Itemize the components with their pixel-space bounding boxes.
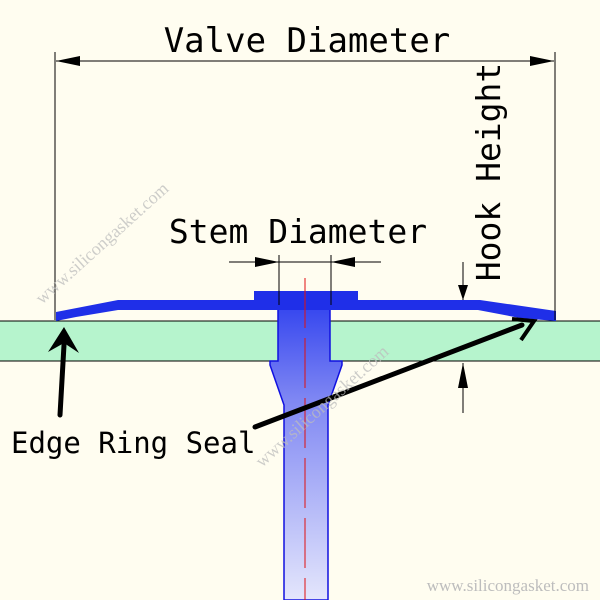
arrow-right-icon (255, 257, 279, 267)
watermark-diagonal: www.silicongasket.com (31, 178, 172, 308)
arrow-left-icon (331, 257, 355, 267)
stem-diameter-dimension: Stem Diameter (169, 212, 427, 305)
valve-umbrella (56, 291, 556, 321)
arrow-down-icon (458, 285, 468, 300)
arrow-up-icon (458, 363, 468, 388)
hook-height-dimension: Hook Height (458, 63, 508, 413)
valve-diameter-dimension: Valve Diameter (54, 21, 556, 320)
edge-ring-seal-callout: Edge Ring Seal (11, 317, 538, 460)
arrow-right-icon (530, 56, 554, 66)
valve-diameter-label: Valve Diameter (164, 21, 451, 61)
arrow-left-icon (56, 56, 80, 66)
edge-ring-seal-label: Edge Ring Seal (11, 426, 255, 460)
stem-diameter-label: Stem Diameter (169, 212, 427, 251)
arrow-up-icon (48, 327, 79, 353)
hook-height-label: Hook Height (469, 63, 508, 282)
arrow-head-icon (511, 317, 538, 342)
valve-stem (269, 291, 343, 600)
watermark-footer: www.silicongasket.com (427, 576, 589, 595)
